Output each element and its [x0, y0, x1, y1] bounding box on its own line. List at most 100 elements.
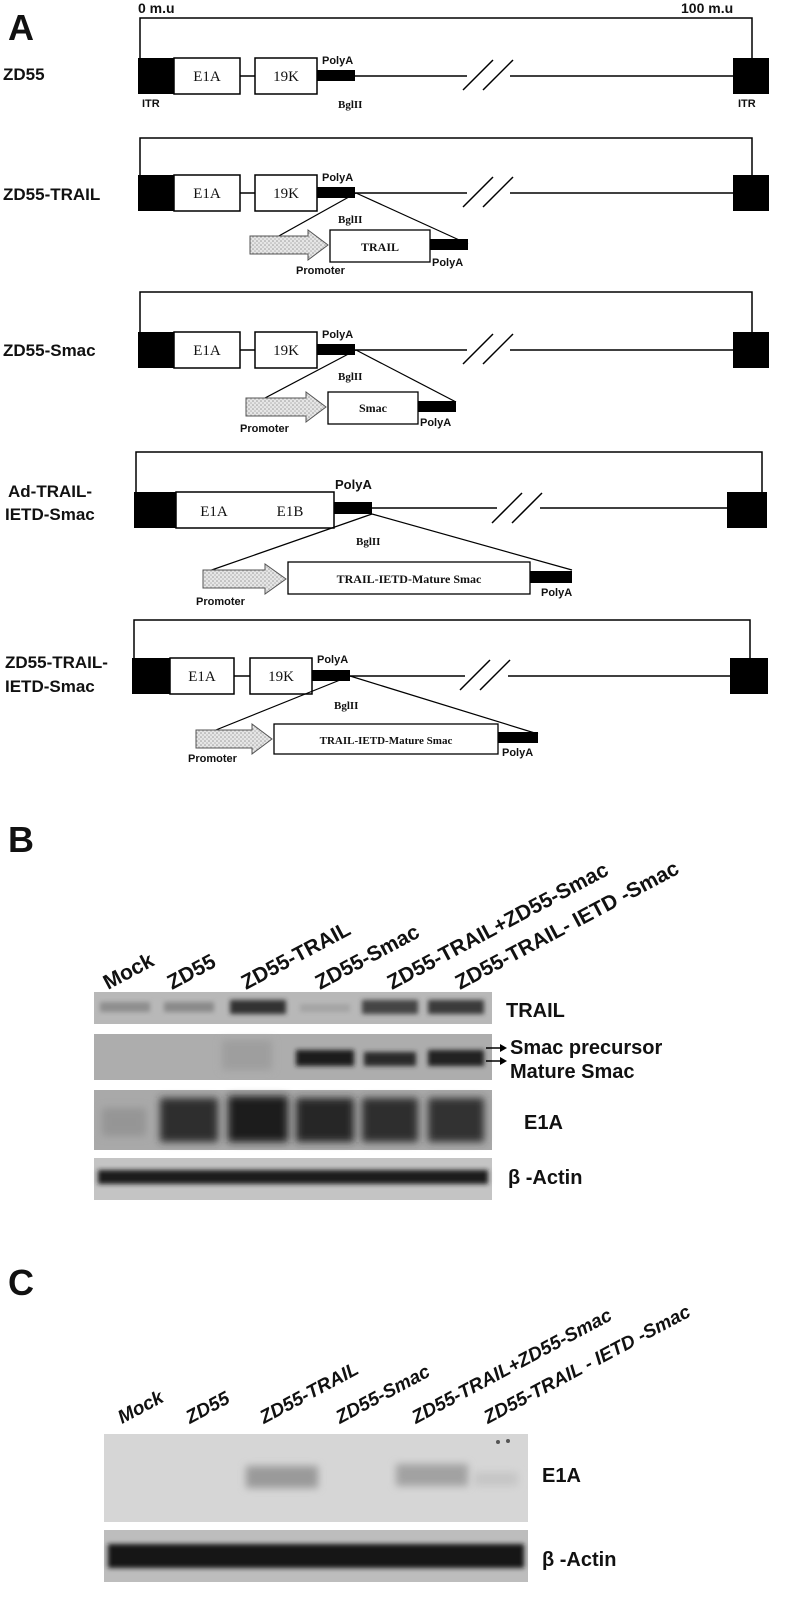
blot-label-mature-smac: Mature Smac	[510, 1061, 635, 1083]
cassette-polya-label: PolyA	[432, 257, 463, 269]
vector-frame	[139, 137, 753, 175]
construct-zd55-smac: ZD55-Smac E1A 19K PolyA BglII Smac Promo…	[3, 291, 769, 435]
e1a-label: E1A	[200, 504, 228, 520]
blot-c-e1a: E1A	[104, 1434, 581, 1522]
itr-right-block	[733, 332, 769, 368]
construct-name-line2: IETD-Smac	[5, 505, 95, 524]
construct-ad-trail-ietd-smac: Ad-TRAIL- IETD-Smac E1A E1B PolyA BglII …	[5, 451, 767, 608]
19k-label: 19K	[273, 69, 299, 85]
band	[428, 1050, 484, 1066]
polya-block	[312, 670, 350, 681]
band	[362, 1000, 418, 1014]
construct-zd55-trail-ietd-smac: ZD55-TRAIL- IETD-Smac E1A 19K PolyA BglI…	[5, 619, 768, 765]
blot-e1a: E1A	[94, 1090, 563, 1150]
fusion-gene-box	[287, 561, 531, 595]
cassette-polya-block	[530, 571, 572, 583]
scale-start-label: 0 m.u	[138, 0, 175, 16]
blot-label-e1a: E1A	[542, 1465, 581, 1487]
itr-right-block	[733, 175, 769, 211]
promoter-arrow	[195, 723, 273, 755]
insertion-line	[349, 675, 539, 735]
insertion-line	[195, 675, 351, 739]
insertion-line	[355, 349, 457, 403]
band	[296, 1050, 354, 1066]
19k-label: 19K	[268, 669, 294, 685]
blot-trail: TRAIL	[94, 992, 565, 1024]
bglii-label: BglII	[338, 214, 362, 226]
construct-name: ZD55-TRAIL	[3, 185, 100, 204]
itr-right-label: ITR	[738, 98, 756, 110]
band	[428, 1098, 484, 1142]
insertion-line	[371, 513, 573, 571]
band	[246, 1466, 318, 1488]
polya-label: PolyA	[322, 172, 353, 184]
construct-name: ZD55-Smac	[3, 341, 96, 360]
bglii-label: BglII	[338, 371, 362, 383]
19k-label: 19K	[273, 186, 299, 202]
band	[364, 1052, 416, 1066]
cassette-polya-label: PolyA	[541, 587, 572, 599]
lane-label-zd55: ZD55	[182, 1388, 234, 1429]
construct-name-line1: ZD55-TRAIL-	[5, 653, 108, 672]
panel-c-lane-labels: Mock ZD55 ZD55-TRAIL ZD55-Smac ZD55-TRAI…	[114, 1301, 694, 1429]
bglii-label: BglII	[334, 700, 358, 712]
band	[296, 1098, 354, 1142]
e1b-label: E1B	[277, 504, 304, 520]
e1a-label: E1A	[193, 69, 221, 85]
e1a-label: E1A	[193, 343, 221, 359]
promoter-label: Promoter	[196, 596, 246, 608]
band	[108, 1544, 524, 1568]
promoter-label: Promoter	[188, 753, 238, 765]
polya-block	[317, 344, 355, 355]
lane-label-mock: Mock	[100, 949, 158, 995]
19k-box	[254, 57, 318, 95]
polya-block	[317, 187, 355, 198]
blot-label-actin: β -Actin	[508, 1167, 582, 1189]
e1a-box	[173, 57, 241, 95]
band	[160, 1098, 218, 1142]
band	[228, 1096, 288, 1142]
band	[428, 1000, 484, 1014]
itr-right-block	[733, 58, 769, 94]
construct-name-line2: IETD-Smac	[5, 677, 95, 696]
lane-label-mock: Mock	[114, 1386, 168, 1428]
insertion-line	[202, 513, 373, 574]
e1a-box	[169, 657, 235, 695]
19k-box	[249, 657, 313, 695]
polya-block	[334, 502, 372, 514]
insertion-line	[355, 192, 469, 245]
band	[362, 1098, 418, 1142]
band	[98, 1170, 488, 1184]
trail-box	[329, 229, 431, 263]
polya-label: PolyA	[335, 477, 372, 492]
smac-label: Smac	[359, 401, 388, 415]
promoter-label: Promoter	[240, 423, 290, 435]
band	[230, 1000, 286, 1014]
blot-strip	[94, 1034, 492, 1080]
19k-label: 19K	[273, 343, 299, 359]
fusion-gene-box	[273, 723, 499, 755]
blot-label-e1a: E1A	[524, 1112, 563, 1134]
vector-frame	[135, 451, 763, 492]
blot-smac: Smac precursor Mature Smac	[94, 1034, 663, 1083]
itr-left-block	[138, 332, 174, 368]
construct-zd55-trail: ZD55-TRAIL E1A 19K PolyA BglII TRAIL Pro…	[3, 137, 769, 277]
scale-end-label: 100 m.u	[681, 0, 733, 16]
break-mark	[491, 492, 523, 524]
polya-label: PolyA	[322, 55, 353, 67]
e1a-box	[173, 331, 241, 369]
break-mark	[462, 333, 494, 365]
break-mark	[459, 659, 491, 691]
blot-c-actin: β -Actin	[104, 1530, 616, 1582]
panel-b-letter: B	[8, 819, 34, 860]
vector-frame	[139, 291, 753, 332]
break-mark	[462, 176, 494, 208]
cassette-polya-block	[418, 401, 456, 412]
polya-label: PolyA	[317, 654, 348, 666]
panel-b-lane-labels: Mock ZD55 ZD55-TRAIL ZD55-Smac ZD55-TRAI…	[100, 857, 684, 995]
itr-left-block	[132, 658, 170, 694]
break-mark	[462, 59, 494, 91]
itr-left-block	[134, 492, 176, 528]
